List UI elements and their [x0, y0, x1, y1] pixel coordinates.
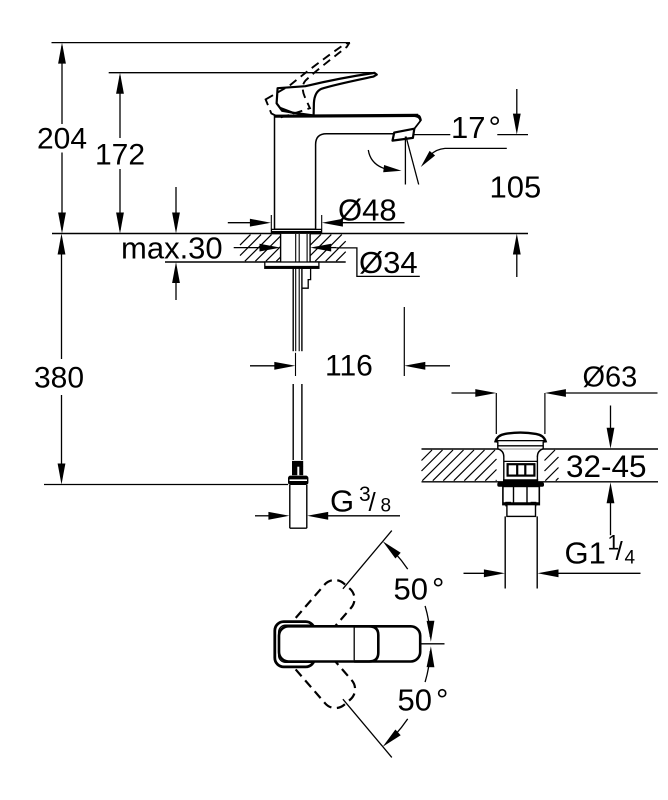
svg-text:50°: 50°	[394, 572, 445, 607]
svg-text:Ø63: Ø63	[583, 361, 638, 393]
svg-text:8: 8	[381, 496, 392, 517]
svg-text:G: G	[330, 484, 354, 519]
svg-text:max.30: max.30	[121, 231, 223, 266]
svg-text:3: 3	[359, 483, 371, 506]
svg-text:Ø34: Ø34	[359, 245, 418, 280]
svg-text:380: 380	[34, 362, 84, 395]
svg-text:32-45: 32-45	[566, 448, 647, 484]
svg-text:204: 204	[37, 123, 87, 156]
svg-text:1: 1	[608, 532, 620, 555]
svg-text:172: 172	[95, 139, 145, 172]
svg-text:50°: 50°	[398, 683, 449, 718]
svg-text:/: /	[369, 487, 377, 517]
svg-text:105: 105	[490, 169, 542, 204]
svg-text:/: /	[616, 536, 624, 566]
svg-text:17°: 17°	[451, 110, 501, 145]
svg-text:G1: G1	[565, 536, 606, 571]
svg-text:Ø48: Ø48	[338, 192, 397, 227]
svg-text:116: 116	[325, 350, 373, 383]
svg-text:4: 4	[625, 548, 636, 569]
